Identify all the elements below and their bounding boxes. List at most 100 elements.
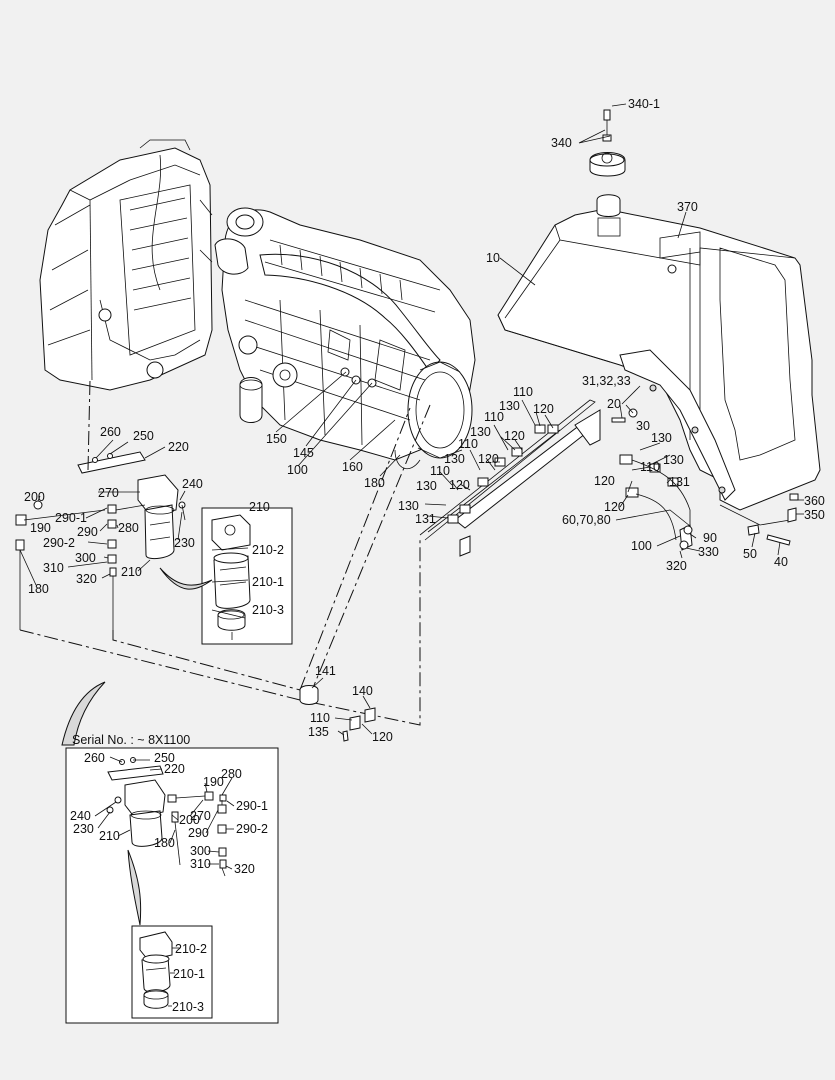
- label-200: 200: [24, 490, 45, 504]
- label-145: 145: [293, 446, 314, 460]
- label-100: 100: [287, 463, 308, 477]
- label-290-1: 290-1: [55, 511, 87, 525]
- label-150: 150: [266, 432, 287, 446]
- label-135: 135: [308, 725, 329, 739]
- label-120: 120: [372, 730, 393, 744]
- label-10: 10: [486, 251, 500, 265]
- label-290: 290: [77, 525, 98, 539]
- label-131: 131: [669, 475, 690, 489]
- label-210-3: 210-3: [252, 603, 284, 617]
- label-31-32-33: 31,32,33: [582, 374, 631, 388]
- label-130: 130: [499, 399, 520, 413]
- label-240: 240: [70, 809, 91, 823]
- label-110: 110: [640, 460, 660, 474]
- label-360: 360: [804, 494, 825, 508]
- label-350: 350: [804, 508, 825, 522]
- label-280: 280: [221, 767, 242, 781]
- label-140: 140: [352, 684, 373, 698]
- label-320: 320: [76, 572, 97, 586]
- fuel-line-bracket: [419, 399, 799, 557]
- label-220: 220: [168, 440, 189, 454]
- label-210-2: 210-2: [175, 942, 207, 956]
- label-120: 120: [478, 452, 499, 466]
- label-110: 110: [430, 464, 450, 478]
- label-290: 290: [188, 826, 209, 840]
- label-120: 120: [504, 429, 525, 443]
- label-130: 130: [444, 452, 465, 466]
- label-190: 190: [203, 775, 224, 789]
- label-40: 40: [774, 555, 788, 569]
- label-320: 320: [234, 862, 255, 876]
- label-180: 180: [28, 582, 49, 596]
- label-210-2: 210-2: [252, 543, 284, 557]
- label-320: 320: [666, 559, 687, 573]
- label-30: 30: [636, 419, 650, 433]
- label-210-3: 210-3: [172, 1000, 204, 1014]
- serial-note: Serial No. : ~ 8X1100: [72, 733, 190, 747]
- label-310: 310: [190, 857, 211, 871]
- radiator-assembly: [39, 139, 213, 391]
- label-100: 100: [631, 539, 652, 553]
- engine-assembly: [214, 207, 476, 470]
- fuel-hose-connector: [299, 685, 376, 742]
- leader-lines: [19, 103, 804, 1007]
- label-210: 210: [121, 565, 142, 579]
- label-370: 370: [677, 200, 698, 214]
- label-160: 160: [342, 460, 363, 474]
- label-60-70-80: 60,70,80: [562, 513, 611, 527]
- label-330: 330: [698, 545, 719, 559]
- label-290-2: 290-2: [43, 536, 75, 550]
- label-130: 130: [398, 499, 419, 513]
- label-290-2: 290-2: [236, 822, 268, 836]
- label-210: 210: [249, 500, 270, 514]
- fuel-filter-assembly: [15, 451, 186, 630]
- fuel-tank: [497, 109, 821, 511]
- label-180: 180: [154, 836, 175, 850]
- serial-variant-box: [61, 681, 279, 1024]
- label-340: 340: [551, 136, 572, 150]
- label-50: 50: [743, 547, 757, 561]
- label-110: 110: [484, 410, 504, 424]
- label-270: 270: [98, 486, 119, 500]
- label-110: 110: [310, 711, 330, 725]
- label-260: 260: [84, 751, 105, 765]
- label-310: 310: [43, 561, 64, 575]
- label-280: 280: [118, 521, 139, 535]
- label-90: 90: [703, 531, 717, 545]
- label-131: 131: [415, 512, 436, 526]
- label-141: 141: [315, 664, 336, 678]
- filter-detail-box: [159, 507, 293, 645]
- label-220: 220: [164, 762, 185, 776]
- label-200: 200: [179, 813, 200, 827]
- label-230: 230: [174, 536, 195, 550]
- label-210-1: 210-1: [252, 575, 284, 589]
- label-130: 130: [663, 453, 684, 467]
- label-20: 20: [607, 397, 621, 411]
- label-240: 240: [182, 477, 203, 491]
- label-120: 120: [604, 500, 625, 514]
- label-190: 190: [30, 521, 51, 535]
- label-270: 270: [190, 809, 211, 823]
- label-340-1: 340-1: [628, 97, 660, 111]
- label-120: 120: [449, 478, 470, 492]
- label-210: 210: [99, 829, 120, 843]
- label-230: 230: [73, 822, 94, 836]
- callout-labels: 340-1 340 370 10 31,32,33 20 30 110 130 …: [24, 97, 825, 1014]
- label-110: 110: [513, 385, 533, 399]
- label-290-1: 290-1: [236, 799, 268, 813]
- label-180: 180: [364, 476, 385, 490]
- label-260: 260: [100, 425, 121, 439]
- label-300: 300: [75, 551, 96, 565]
- label-300: 300: [190, 844, 211, 858]
- label-250: 250: [154, 751, 175, 765]
- label-120: 120: [533, 402, 554, 416]
- label-130: 130: [416, 479, 437, 493]
- label-120: 120: [594, 474, 615, 488]
- label-110: 110: [458, 437, 478, 451]
- label-210-1: 210-1: [173, 967, 205, 981]
- routing-lines: [19, 379, 431, 930]
- label-250: 250: [133, 429, 154, 443]
- label-130: 130: [470, 425, 491, 439]
- label-130: 130: [651, 431, 672, 445]
